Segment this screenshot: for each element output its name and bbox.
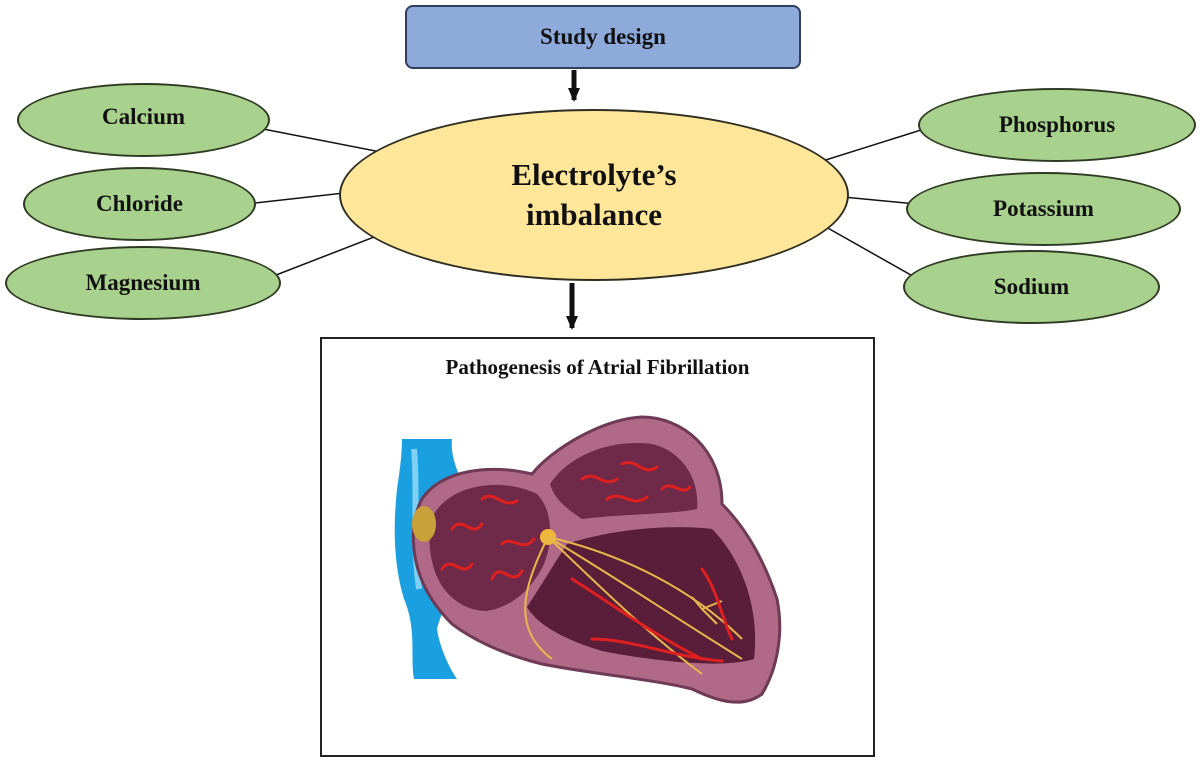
node-label: Chloride — [96, 191, 183, 216]
arrow-calcium — [257, 127, 397, 158]
electrolyte-imbalance-node: Electrolyte’s imbalance — [339, 109, 849, 281]
heart-illustration — [394, 415, 782, 704]
node-potassium: Potassium — [906, 172, 1181, 246]
pathogenesis-panel: Pathogenesis of Atrial Fibrillation — [320, 337, 875, 757]
panel-title: Pathogenesis of Atrial Fibrillation — [445, 355, 750, 379]
study-design-box: Study design — [405, 5, 801, 69]
node-label: Magnesium — [85, 270, 201, 295]
node-phosphorus: Phosphorus — [918, 88, 1196, 162]
center-line-1: Electrolyte’s — [511, 157, 677, 192]
node-label: Potassium — [993, 196, 1094, 221]
right-atrium — [429, 484, 551, 611]
node-label: Phosphorus — [998, 112, 1116, 137]
node-chloride: Chloride — [23, 167, 256, 241]
left-atrium — [550, 443, 698, 519]
node-label: Sodium — [993, 274, 1070, 299]
center-line-2: imbalance — [525, 197, 663, 232]
node-sodium: Sodium — [903, 250, 1160, 324]
node-calcium: Calcium — [17, 83, 270, 157]
study-design-label: Study design — [540, 24, 666, 49]
sa-node — [412, 506, 436, 542]
node-magnesium: Magnesium — [5, 246, 281, 320]
node-label: Calcium — [101, 104, 186, 129]
